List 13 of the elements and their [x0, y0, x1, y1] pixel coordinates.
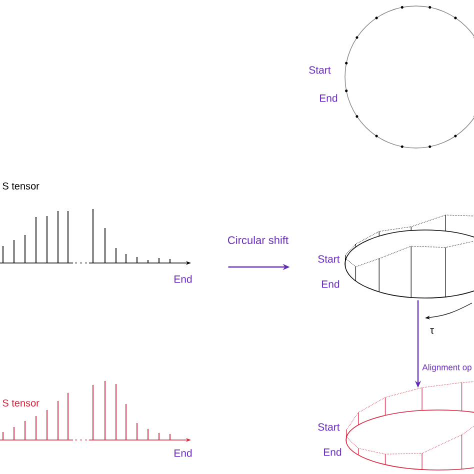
end-label: End	[174, 449, 192, 457]
end-label: Start	[318, 255, 340, 263]
end-label: Start	[318, 423, 340, 431]
end-label: End	[322, 280, 340, 288]
edge-label: Circular shift	[226, 234, 290, 246]
chart-title: S tensor	[2, 399, 40, 407]
symbol-label: τ	[430, 328, 434, 334]
end-label: End	[324, 448, 342, 456]
edge-label: Alignment op	[421, 363, 473, 373]
end-label: End	[174, 275, 192, 283]
end-label: End	[320, 94, 338, 102]
chart-title: S tensor	[2, 182, 40, 190]
end-label: Start	[309, 66, 331, 74]
